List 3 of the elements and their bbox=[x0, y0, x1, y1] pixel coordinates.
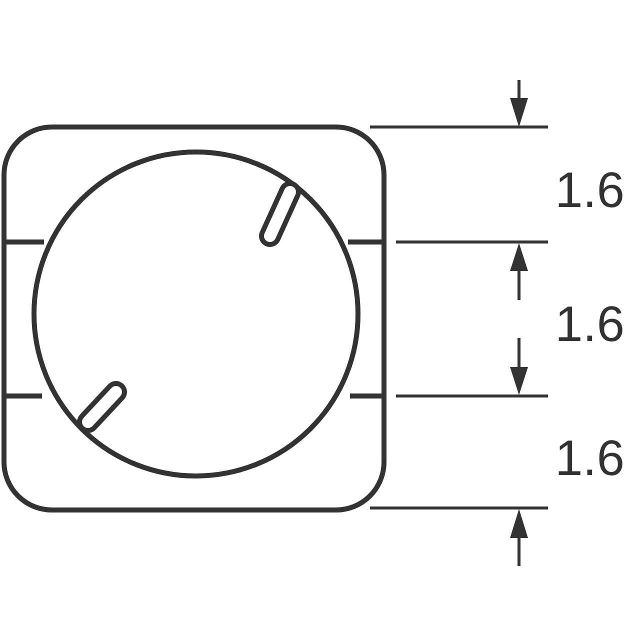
dimension-label: 1.6 bbox=[555, 433, 625, 483]
dimension-label: 1.6 bbox=[555, 299, 625, 349]
dimension-label: 1.6 bbox=[555, 165, 625, 215]
